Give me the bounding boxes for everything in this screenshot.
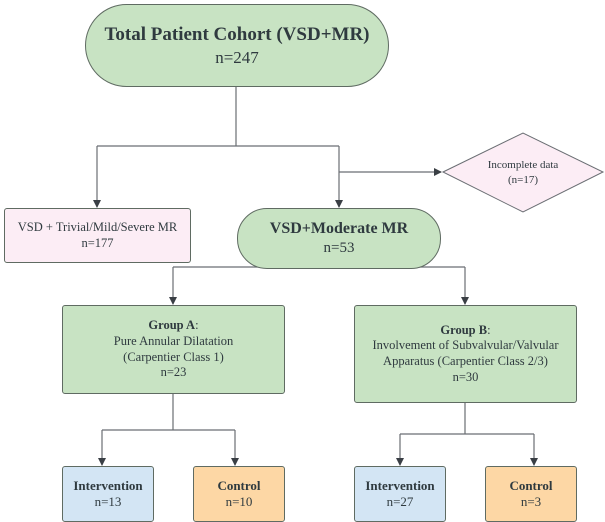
excluded-mr-node: VSD + Trivial/Mild/Severe MR n=177 bbox=[4, 208, 191, 263]
group-b-count: n=30 bbox=[452, 369, 479, 384]
moderate-mr-title: VSD+Moderate MR bbox=[269, 220, 409, 238]
a-intervention-title: Intervention bbox=[73, 477, 143, 493]
group-b-title: Group B bbox=[440, 322, 488, 337]
total-cohort-node: Total Patient Cohort (VSD+MR) n=247 bbox=[85, 4, 389, 87]
a-intervention-node: Intervention n=13 bbox=[62, 466, 154, 522]
group-a-count: n=23 bbox=[160, 365, 187, 380]
group-b-line1: Involvement of Subvalvular/Valvular bbox=[372, 338, 559, 353]
b-control-title: Control bbox=[509, 477, 553, 493]
b-control-node: Control n=3 bbox=[485, 466, 577, 522]
moderate-mr-count: n=53 bbox=[323, 240, 355, 257]
a-control-node: Control n=10 bbox=[193, 466, 285, 522]
incomplete-data-diamond bbox=[441, 132, 605, 213]
a-control-count: n=10 bbox=[225, 494, 253, 509]
incomplete-data-node: Incomplete data (n=17) bbox=[442, 132, 604, 214]
total-cohort-title: Total Patient Cohort (VSD+MR) bbox=[104, 24, 370, 45]
excluded-mr-title: VSD + Trivial/Mild/Severe MR bbox=[17, 219, 178, 234]
group-a-colon: : bbox=[195, 318, 199, 333]
group-b-node: Group B: Involvement of Subvalvular/Valv… bbox=[354, 305, 577, 403]
connector-total bbox=[97, 86, 339, 147]
group-b-line2: Apparatus (Carpentier Class 2/3) bbox=[383, 354, 548, 368]
connector-group-b bbox=[400, 402, 534, 435]
group-b-colon: : bbox=[487, 322, 491, 337]
b-intervention-title: Intervention bbox=[365, 477, 435, 493]
moderate-mr-node: VSD+Moderate MR n=53 bbox=[237, 208, 441, 269]
incomplete-data-count: (n=17) bbox=[507, 174, 539, 186]
a-control-title: Control bbox=[217, 477, 261, 493]
group-a-line2: (Carpentier Class 1) bbox=[123, 349, 224, 364]
group-a-title: Group A bbox=[148, 318, 196, 333]
b-intervention-count: n=27 bbox=[386, 494, 414, 509]
incomplete-data-title: Incomplete data bbox=[487, 159, 559, 172]
excluded-mr-count: n=177 bbox=[81, 235, 114, 250]
group-a-line1: Pure Annular Dilatation bbox=[113, 333, 234, 348]
connector-group-a bbox=[102, 393, 235, 431]
a-intervention-count: n=13 bbox=[94, 494, 122, 509]
b-intervention-node: Intervention n=27 bbox=[354, 466, 446, 522]
b-control-count: n=3 bbox=[520, 494, 542, 509]
total-cohort-count: n=247 bbox=[215, 47, 259, 67]
group-a-node: Group A: Pure Annular Dilatation (Carpen… bbox=[62, 305, 285, 394]
